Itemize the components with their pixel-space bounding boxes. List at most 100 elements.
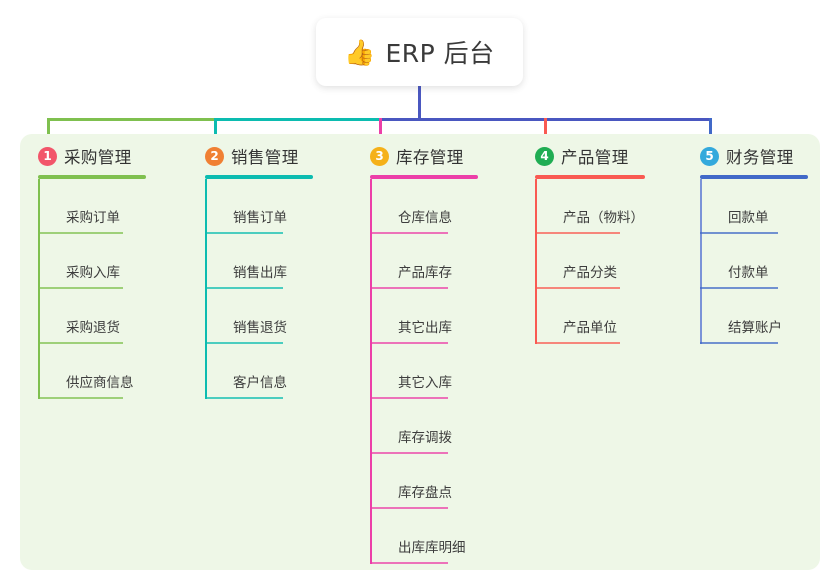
leaf-item[interactable]: 产品库存 (370, 234, 482, 289)
leaf-underline (700, 232, 778, 234)
column-drop-4 (544, 118, 547, 143)
branch-trunk-1 (38, 179, 40, 399)
leaf-label: 采购入库 (66, 265, 120, 281)
column-badge-4: 4 (535, 146, 554, 166)
leaf-item[interactable]: 出库库明细 (370, 509, 482, 564)
leaf-underline (205, 232, 283, 234)
leaf-item[interactable]: 回款单 (700, 179, 812, 234)
bus-segment-green (47, 118, 217, 121)
column-branch-3: 仓库信息产品库存其它出库其它入库库存调拨库存盘点出库库明细 (370, 179, 482, 564)
leaf-label: 其它出库 (398, 320, 452, 336)
column-drop-2 (214, 118, 217, 143)
leaf-underline (370, 232, 448, 234)
leaf-label: 销售订单 (233, 210, 287, 226)
diagram-panel (20, 134, 820, 570)
column-branch-4: 产品（物料） 产品分类产品单位 (535, 179, 647, 344)
leaf-underline (205, 342, 283, 344)
column-badge-1: 1 (38, 146, 57, 166)
root-drop-line (418, 86, 421, 121)
leaf-item[interactable]: 供应商信息 (38, 344, 150, 399)
leaf-underline (700, 342, 778, 344)
root-title: ERP 后台 (385, 39, 495, 68)
leaf-underline (205, 397, 283, 399)
bus-segment-teal (214, 118, 382, 121)
leaf-label: 产品分类 (563, 265, 617, 281)
leaf-item[interactable]: 其它入库 (370, 344, 482, 399)
leaf-underline (535, 232, 620, 234)
column-badge-2: 2 (205, 146, 224, 166)
column-drop-5 (709, 118, 712, 143)
leaf-underline (370, 452, 448, 454)
column-drop-3 (379, 118, 382, 143)
leaf-label: 回款单 (728, 210, 769, 226)
branch-trunk-2 (205, 179, 207, 399)
column-underline-3 (370, 175, 478, 179)
leaf-label: 产品库存 (398, 265, 452, 281)
column-badge-3: 3 (370, 146, 389, 166)
column-title-2: 销售管理 (231, 148, 299, 167)
leaf-item[interactable]: 库存盘点 (370, 454, 482, 509)
branch-trunk-4 (535, 179, 537, 344)
leaf-underline (535, 287, 620, 289)
column-2: 2 销售管理销售订单销售出库销售退货客户信息 (205, 143, 317, 399)
leaf-label: 采购退货 (66, 320, 120, 336)
leaf-underline (535, 342, 620, 344)
leaf-underline (38, 397, 123, 399)
column-underline-5 (700, 175, 808, 179)
leaf-underline (370, 562, 448, 564)
leaf-underline (205, 287, 283, 289)
leaf-item[interactable]: 销售订单 (205, 179, 317, 234)
leaf-label: 付款单 (728, 265, 769, 281)
leaf-item[interactable]: 采购入库 (38, 234, 150, 289)
column-title-1: 采购管理 (64, 148, 132, 167)
leaf-label: 供应商信息 (66, 375, 134, 391)
leaf-item[interactable]: 产品单位 (535, 289, 647, 344)
leaf-underline (38, 342, 123, 344)
leaf-item[interactable]: 销售退货 (205, 289, 317, 344)
leaf-item[interactable]: 产品（物料） (535, 179, 647, 234)
leaf-item[interactable]: 结算账户 (700, 289, 812, 344)
column-title-5: 财务管理 (726, 148, 794, 167)
column-drop-1 (47, 118, 50, 143)
leaf-label: 结算账户 (728, 320, 782, 336)
column-branch-2: 销售订单销售出库销售退货客户信息 (205, 179, 317, 399)
leaf-underline (370, 342, 448, 344)
leaf-underline (370, 507, 448, 509)
leaf-label: 采购订单 (66, 210, 120, 226)
column-underline-1 (38, 175, 146, 179)
column-badge-5: 5 (700, 146, 719, 166)
branch-trunk-3 (370, 179, 372, 564)
leaf-underline (700, 287, 778, 289)
leaf-underline (38, 287, 123, 289)
leaf-label: 仓库信息 (398, 210, 452, 226)
leaf-label: 出库库明细 (398, 540, 466, 556)
leaf-label: 其它入库 (398, 375, 452, 391)
branch-trunk-5 (700, 179, 702, 344)
root-node-card[interactable]: 👍 ERP 后台 (316, 18, 523, 86)
column-underline-2 (205, 175, 313, 179)
column-branch-5: 回款单付款单结算账户 (700, 179, 812, 344)
column-header-2[interactable]: 2 销售管理 (205, 143, 317, 169)
leaf-label: 销售退货 (233, 320, 287, 336)
leaf-item[interactable]: 产品分类 (535, 234, 647, 289)
leaf-item[interactable]: 仓库信息 (370, 179, 482, 234)
leaf-label: 销售出库 (233, 265, 287, 281)
leaf-label: 库存盘点 (398, 485, 452, 501)
leaf-item[interactable]: 库存调拨 (370, 399, 482, 454)
column-header-1[interactable]: 1 采购管理 (38, 143, 150, 169)
leaf-underline (370, 287, 448, 289)
thumbs-up-icon: 👍 (344, 37, 376, 67)
leaf-item[interactable]: 其它出库 (370, 289, 482, 344)
column-branch-1: 采购订单采购入库采购退货供应商信息 (38, 179, 150, 399)
column-header-5[interactable]: 5 财务管理 (700, 143, 812, 169)
column-1: 1 采购管理采购订单采购入库采购退货供应商信息 (38, 143, 150, 399)
leaf-item[interactable]: 销售出库 (205, 234, 317, 289)
leaf-label: 产品（物料） (563, 210, 644, 226)
leaf-item[interactable]: 采购退货 (38, 289, 150, 344)
leaf-item[interactable]: 客户信息 (205, 344, 317, 399)
leaf-item[interactable]: 采购订单 (38, 179, 150, 234)
leaf-item[interactable]: 付款单 (700, 234, 812, 289)
